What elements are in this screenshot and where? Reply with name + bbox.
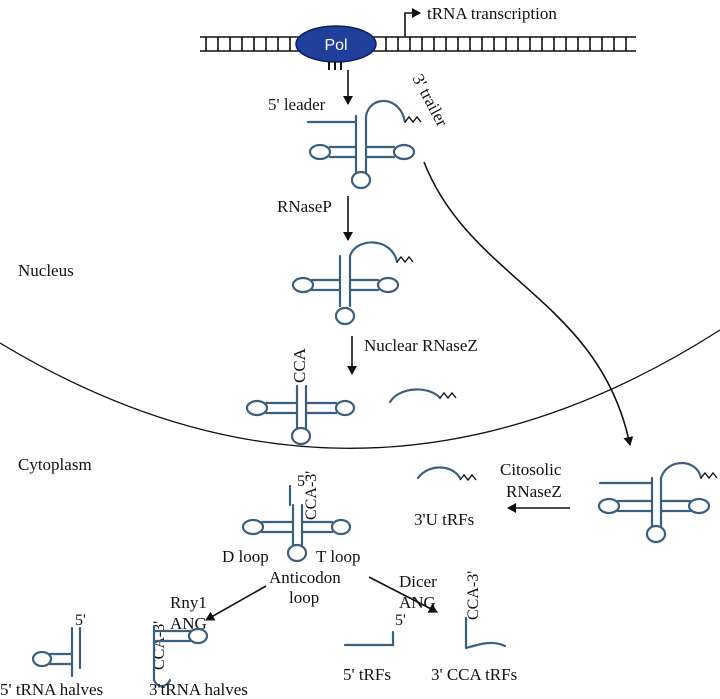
citosolic-label: Citosolic [500,460,562,479]
precursor-trna [306,99,422,190]
five-prime-trna-half [31,626,82,678]
mature-trna-nucleus [245,384,356,446]
rny1-label: Rny1 [170,593,207,612]
ang-right-label: ANG [399,593,436,612]
mature-trna-cytoplasm [241,484,352,563]
three-trna-halves-label: 3'tRNA halves [149,680,248,699]
pol-label: Pol [324,37,347,54]
arrow-to-cytosol [423,161,634,446]
u-trf-fragment [416,466,477,482]
released-trailer-nucleus [388,388,457,404]
t-loop-label: T loop [316,547,361,566]
five-trfs-label: 5' tRFs [343,665,391,684]
five-prime-halves-marker: 5' [75,612,86,629]
cytosolic-precursor-trna [597,462,718,544]
three-prime-cca-trf [464,616,507,650]
nuclear-membrane [0,329,720,449]
leader-label: 5' leader [268,95,326,114]
halves-cca3-label: CCA-3' [151,621,168,670]
anticodon-label: Anticodon [269,568,341,587]
trailer-label: 3' trailer [408,71,451,130]
nucleus-label: Nucleus [18,261,74,280]
polymerase: Pol [295,25,377,70]
nuclear-rnasez-label: Nuclear RNaseZ [364,336,478,355]
arrow-to-trfs [368,576,438,613]
arrow-to-halves [205,585,267,621]
five-trna-halves-label: 5' tRNA halves [0,680,103,699]
citosolic-rnasez-label: RNaseZ [506,482,562,501]
mature-cca3-label: CCA-3' [303,471,320,520]
d-loop-label: D loop [222,547,269,566]
dna-strand [200,36,636,52]
five-prime-trf [343,630,395,647]
rnasep-label: RNaseP [277,197,332,216]
mature-five-prime-label: 5' [297,473,308,490]
dicer-label: Dicer [399,572,437,591]
three-cca-trfs-label: 3' CCA tRFs [431,665,517,684]
three-prime-trna-half [152,624,209,688]
trfs-cca3-label: CCA-3' [465,571,482,620]
u-trfs-label: 3'U tRFs [414,510,474,529]
transcription-label: tRNA transcription [427,4,557,23]
cytoplasm-label: Cytoplasm [18,455,92,474]
trna-leader-removed [291,241,414,326]
five-prime-trfs-marker: 5' [395,612,406,629]
transcription-start-arrow [404,8,421,37]
cca-top-label: CCA [290,347,309,383]
anticodon-loop-label: loop [289,588,319,607]
